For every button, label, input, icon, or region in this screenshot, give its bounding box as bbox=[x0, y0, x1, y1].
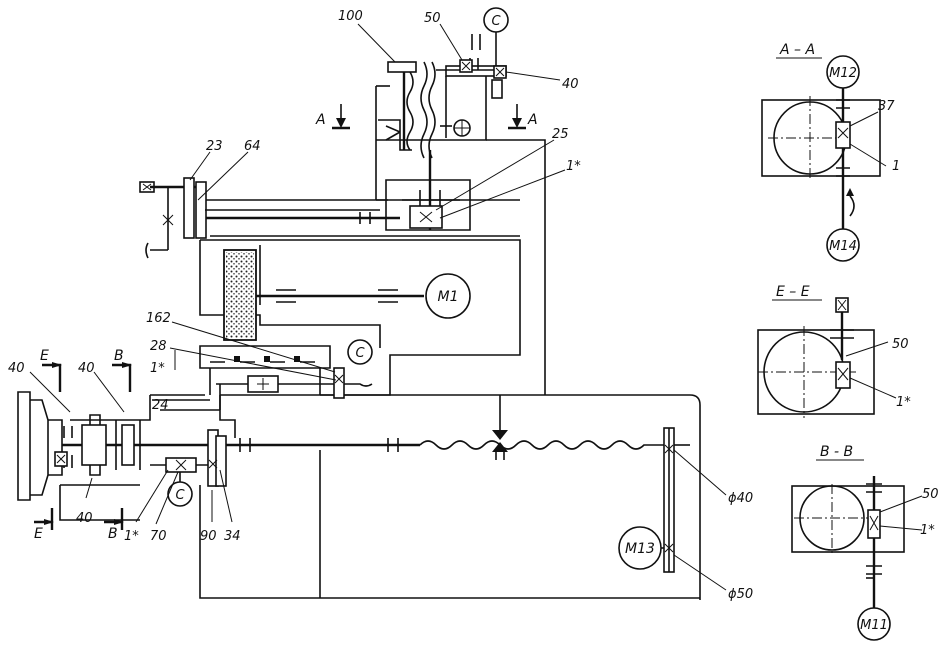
section-ee-title: E – E bbox=[776, 284, 810, 300]
section-arrow-b-top bbox=[112, 362, 132, 392]
label-40-top: 40 bbox=[562, 77, 579, 92]
clutch-low-label: C bbox=[175, 488, 185, 503]
label-phi50: ϕ50 bbox=[728, 587, 753, 602]
label-162: 162 bbox=[146, 311, 171, 326]
label-70: 70 bbox=[150, 529, 167, 544]
handwheel-assembly bbox=[139, 177, 380, 259]
label-90: 90 bbox=[200, 529, 217, 544]
motor-m1: M1 bbox=[425, 273, 471, 319]
label-40-left: 40 bbox=[8, 361, 25, 376]
section-ee: E – E 50 1* bbox=[757, 284, 911, 418]
label-23: 23 bbox=[206, 139, 223, 154]
section-letter-e-top: E bbox=[40, 348, 49, 364]
table-assembly bbox=[152, 345, 373, 411]
section-letter-a-right: A bbox=[527, 112, 538, 128]
label-50-top: 50 bbox=[424, 11, 441, 26]
frame-lines bbox=[59, 66, 701, 600]
label-1star-bot: 1* bbox=[124, 529, 139, 544]
section-letter-b-top: B bbox=[114, 348, 124, 364]
label-28: 28 bbox=[150, 339, 167, 354]
section-arrow-b-bottom bbox=[104, 508, 124, 530]
section-bb: B - B M11 50 1* bbox=[791, 444, 939, 641]
section-aa-title: A – A bbox=[779, 42, 815, 58]
clutch-top: C bbox=[459, 7, 509, 79]
label-100: 100 bbox=[338, 9, 363, 24]
grinding-wheel bbox=[223, 249, 424, 341]
section-letter-a-left: A bbox=[315, 112, 326, 128]
motor-m1-label: M1 bbox=[438, 289, 459, 305]
label-34: 34 bbox=[224, 529, 241, 544]
section-letter-e-bottom: E bbox=[34, 526, 43, 542]
motor-m12-label: M12 bbox=[829, 66, 857, 81]
motor-m13-label: M13 bbox=[625, 541, 655, 557]
label-64: 64 bbox=[244, 139, 261, 154]
label-phi40: ϕ40 bbox=[728, 491, 753, 506]
motor-m14-label: M14 bbox=[829, 239, 857, 254]
part-labels: 100 50 40 25 1* 23 64 162 28 1* 24 40 40… bbox=[8, 9, 753, 602]
label-25: 25 bbox=[552, 127, 569, 142]
clutch-low: C bbox=[167, 472, 193, 507]
section-aa: A – A M12 M14 37 1 bbox=[761, 42, 900, 262]
label-1-right: 1 bbox=[892, 159, 900, 174]
belt-drive bbox=[663, 427, 690, 573]
label-1star-mid: 1* bbox=[150, 361, 165, 376]
clutch-top-label: C bbox=[491, 14, 501, 29]
motor-m11-label: M11 bbox=[860, 618, 888, 633]
section-bb-title: B - B bbox=[820, 444, 853, 460]
label-50-bb: 50 bbox=[922, 487, 939, 502]
label-40-bottom: 40 bbox=[76, 511, 93, 526]
workhead bbox=[17, 391, 220, 501]
label-40-left2: 40 bbox=[78, 361, 95, 376]
section-letters: A A E E B B bbox=[34, 112, 538, 542]
clutch-mid: C bbox=[347, 339, 373, 365]
section-arrow-a-right bbox=[508, 104, 526, 130]
label-37: 37 bbox=[878, 99, 895, 114]
section-arrow-e-top bbox=[42, 362, 62, 392]
section-letter-b-bottom: B bbox=[108, 526, 118, 542]
section-arrow-e-bottom bbox=[34, 508, 54, 530]
leader-lines bbox=[29, 23, 727, 591]
motor-m13: M13 bbox=[618, 526, 664, 570]
section-arrow-a-left bbox=[332, 104, 350, 130]
label-1star-ee: 1* bbox=[896, 395, 911, 410]
label-1star-bb: 1* bbox=[920, 523, 935, 538]
clutch-mid-label: C bbox=[355, 346, 365, 361]
lower-transmission bbox=[150, 395, 664, 487]
label-24: 24 bbox=[152, 398, 169, 413]
label-1star-top: 1* bbox=[566, 159, 581, 174]
head-spindle bbox=[200, 58, 520, 237]
label-50-ee: 50 bbox=[892, 337, 909, 352]
